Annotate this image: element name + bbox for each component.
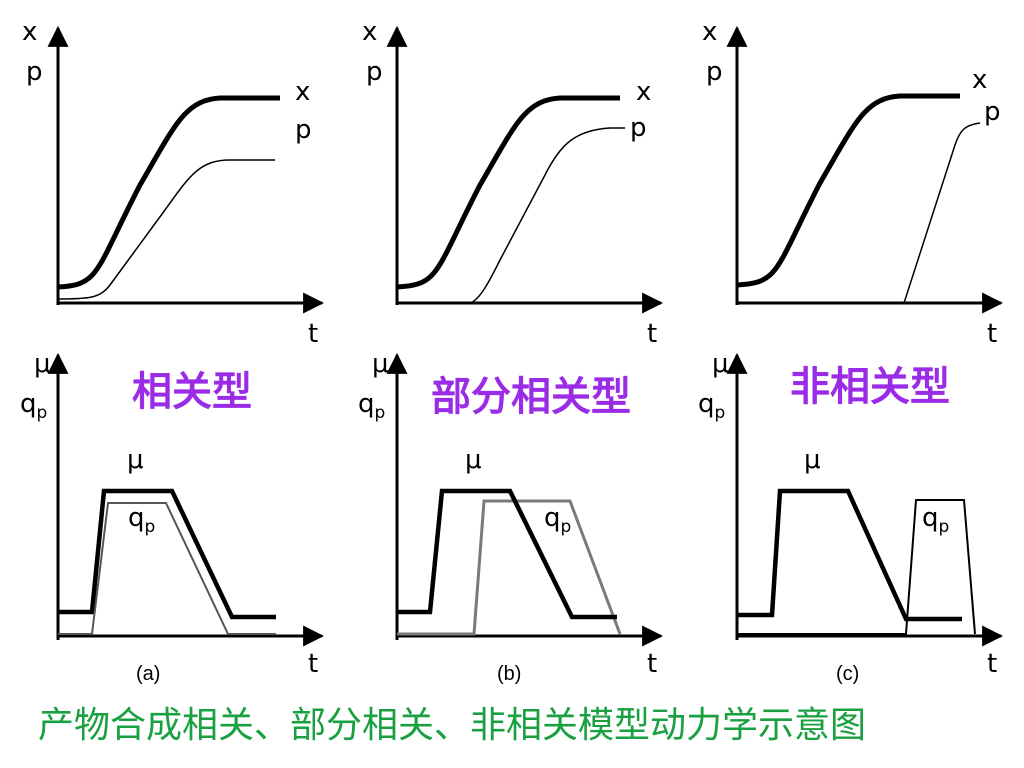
type-title-correlated: 相关型	[132, 369, 252, 415]
y-axis-label-x: x	[362, 17, 377, 47]
curve-label-qp: qp	[544, 503, 571, 537]
panel-a-bottom-graph: μ qp t μ qp (a)	[20, 349, 325, 685]
panel-c: x p t x p μ qp t μ qp (c) 非相关型	[698, 17, 1004, 685]
growth-rate-curve-mu	[397, 488, 617, 620]
biomass-curve-x	[396, 95, 620, 290]
x-axis-label-t: t	[308, 649, 318, 679]
y-axis-label-x: x	[22, 17, 37, 47]
curve-label-x: x	[636, 77, 651, 107]
curve-label-mu: μ	[127, 445, 144, 475]
curve-label-p: p	[295, 115, 312, 145]
product-rate-curve-qp	[737, 499, 976, 635]
panel-b: x p t x p μ qp t μ qp (b) 部分相关型	[358, 17, 664, 685]
curve-label-qp: qp	[922, 503, 949, 537]
y-axis-label-p: p	[706, 57, 723, 87]
product-rate-curve-qp	[58, 502, 276, 635]
y-axis-label-mu: μ	[34, 349, 51, 379]
y-axis-label-mu: μ	[372, 349, 389, 379]
panel-a: x p t x p μ qp t μ qp (a) 相关型	[20, 17, 325, 685]
product-curve-p	[903, 122, 981, 304]
type-title-partially-correlated: 部分相关型	[431, 374, 631, 420]
y-axis-label-qp: qp	[20, 389, 47, 423]
growth-rate-curve-mu	[737, 488, 962, 622]
y-axis-label-p: p	[366, 57, 383, 87]
panel-b-bottom-graph: μ qp t μ qp (b)	[358, 349, 664, 685]
panel-c-bottom-graph: μ qp t μ qp (c)	[698, 349, 1004, 685]
x-axis-label-t: t	[308, 319, 318, 349]
y-axis-label-qp: qp	[358, 389, 385, 423]
panel-label-b: (b)	[497, 663, 521, 685]
product-curve-p	[57, 159, 275, 300]
x-axis-label-t: t	[647, 319, 657, 349]
x-axis-label-t: t	[987, 649, 997, 679]
curve-label-mu: μ	[804, 445, 821, 475]
curve-label-mu: μ	[465, 445, 482, 475]
panel-label-c: (c)	[836, 663, 859, 685]
product-rate-curve-qp	[397, 499, 622, 636]
curve-label-x: x	[972, 65, 987, 95]
curve-label-x: x	[295, 77, 310, 107]
x-axis-label-t: t	[647, 649, 657, 679]
figure-caption: 产物合成相关、部分相关、非相关模型动力学示意图	[38, 705, 866, 746]
y-axis-label-x: x	[702, 17, 717, 47]
panel-label-a: (a)	[136, 663, 160, 685]
y-axis-label-mu: μ	[712, 349, 729, 379]
curve-label-qp: qp	[128, 503, 155, 537]
biomass-curve-x	[57, 95, 280, 290]
growth-rate-curve-mu	[58, 488, 276, 620]
y-axis-label-qp: qp	[698, 389, 725, 423]
panel-b-top-graph: x p t x p	[362, 17, 664, 349]
curve-label-p: p	[984, 97, 1001, 127]
panel-a-top-graph: x p t x p	[22, 17, 325, 349]
product-curve-p	[469, 127, 625, 304]
panel-c-top-graph: x p t x p	[702, 17, 1004, 349]
curve-label-p: p	[630, 113, 647, 143]
biomass-curve-x	[736, 93, 960, 288]
type-title-non-correlated: 非相关型	[790, 364, 950, 410]
y-axis-label-p: p	[26, 57, 43, 87]
x-axis-label-t: t	[987, 319, 997, 349]
